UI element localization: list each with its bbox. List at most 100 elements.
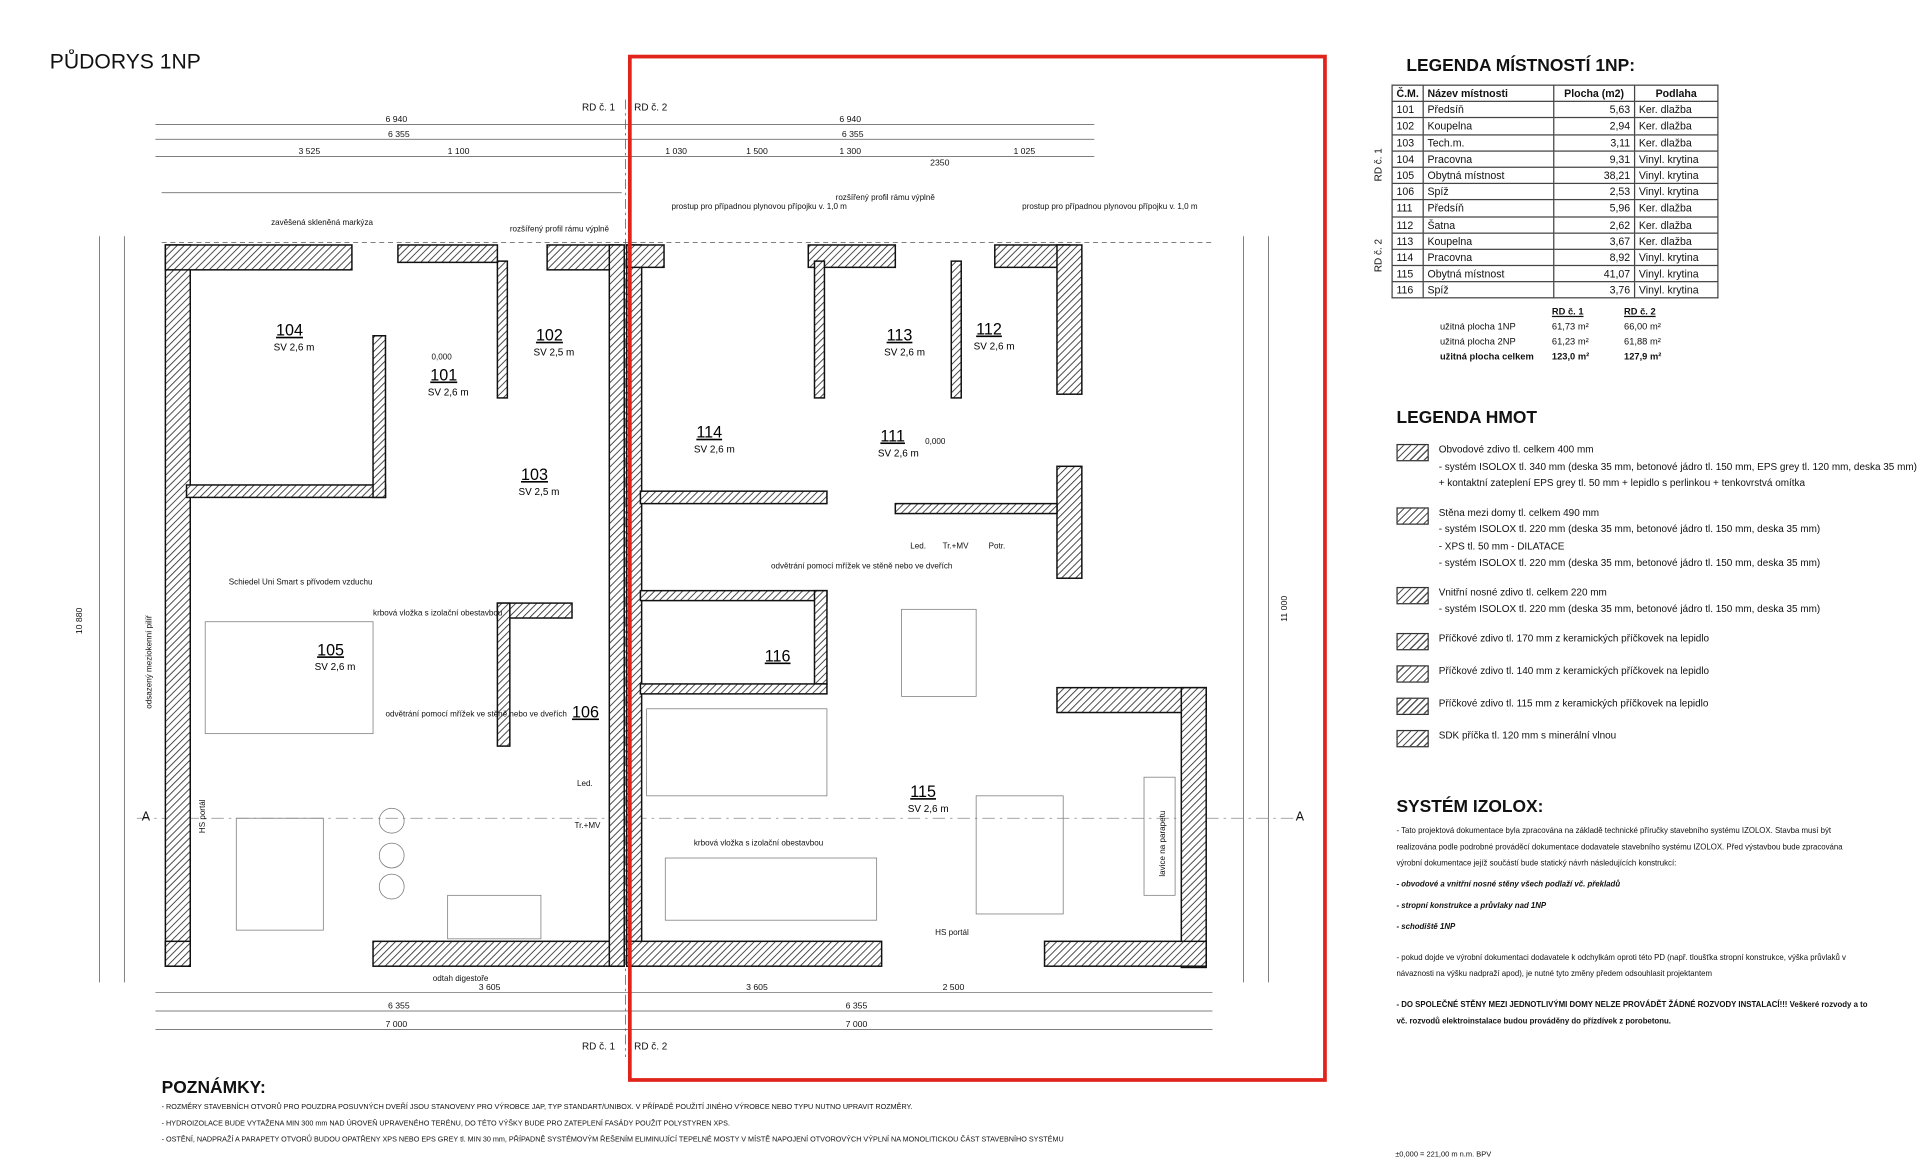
room-floor: Ker. dlažba bbox=[1633, 117, 1719, 136]
furniture bbox=[204, 608, 1176, 940]
annotation: prostup pro případnou plynovou přípojku … bbox=[1022, 202, 1198, 211]
room-number: 114 bbox=[1391, 248, 1424, 267]
izolox-list-item: - obvodové a vnitřní nosné stěny všech p… bbox=[1396, 880, 1621, 890]
material-text: - systém ISOLOX tl. 220 mm (deska 35 mm,… bbox=[1438, 603, 1821, 615]
col-header: Č.M. bbox=[1391, 84, 1424, 103]
summary-cell: 127,9 m² bbox=[1624, 350, 1662, 362]
room-number: 115 bbox=[1391, 264, 1424, 283]
room-floor: Vinyl. krytina bbox=[1633, 281, 1719, 299]
material-text: + kontaktní zateplení EPS grey tl. 50 mm… bbox=[1438, 477, 1806, 489]
room-name: Spíž bbox=[1422, 182, 1555, 201]
hatch-swatch-icon bbox=[1396, 664, 1429, 683]
annotation: odvětrání pomocí mřížek ve stěně nebo ve… bbox=[385, 709, 566, 718]
room-height: SV 2,6 m bbox=[974, 341, 1015, 352]
room-name: Šatna bbox=[1422, 215, 1555, 234]
dim-total-left: 6 940 bbox=[385, 114, 407, 124]
room-area: 3,67 bbox=[1553, 232, 1636, 250]
room-floor: Ker. dlažba bbox=[1633, 232, 1719, 250]
room-name: Předsíň bbox=[1422, 100, 1555, 119]
dim-side-right: 11 000 bbox=[1279, 596, 1289, 622]
room-number: 114 bbox=[696, 424, 722, 442]
dim-seg: 1 030 bbox=[665, 146, 687, 156]
annotation: krbová vložka s izolační obestavbou bbox=[694, 839, 823, 848]
annotation: zavěšená skleněná markýza bbox=[271, 218, 373, 227]
room-height: SV 2,6 m bbox=[274, 343, 315, 354]
annotation: Tr.+MV bbox=[943, 541, 970, 550]
izolox-title: SYSTÉM IZOLOX: bbox=[1396, 795, 1544, 816]
room-floor: Ker. dlažba bbox=[1633, 215, 1719, 234]
summary-cell: 123,0 m² bbox=[1551, 350, 1590, 362]
room-legend-title: LEGENDA MÍSTNOSTÍ 1NP: bbox=[1406, 54, 1635, 75]
material-text: Příčkové zdivo tl. 170 mm z keramických … bbox=[1438, 632, 1710, 644]
annotation: krbová vložka s izolační obestavbou bbox=[373, 609, 502, 618]
dim-seg: 1 300 bbox=[839, 146, 861, 156]
room-floor: Vinyl. krytina bbox=[1633, 150, 1719, 168]
house-label-rd1: RD č. 1 bbox=[582, 103, 616, 114]
room-area: 5,96 bbox=[1553, 199, 1636, 217]
room-area: 8,92 bbox=[1553, 248, 1636, 267]
dim-inner-right: 6 355 bbox=[842, 129, 864, 139]
room-number: 101 bbox=[1391, 100, 1424, 119]
room-height: SV 2,6 m bbox=[878, 448, 919, 459]
room-height: SV 2,6 m bbox=[884, 348, 925, 359]
room-name: Obytná místnost bbox=[1422, 166, 1555, 185]
material-item: SDK příčka tl. 120 mm s minerální vlnou bbox=[1396, 727, 1917, 747]
annotation: Led. bbox=[577, 779, 593, 788]
material-item: Stěna mezi domy tl. celkem 490 mm- systé… bbox=[1396, 504, 1917, 571]
room-number: 101 bbox=[430, 367, 457, 385]
annotation-pilir: odsazený meziokenní pilíř bbox=[145, 615, 154, 709]
material-item: Příčkové zdivo tl. 170 mm z keramických … bbox=[1396, 630, 1917, 650]
dim-seg: 1 100 bbox=[448, 146, 470, 156]
room-floor: Vinyl. krytina bbox=[1633, 182, 1719, 201]
material-text: Stěna mezi domy tl. celkem 490 mm bbox=[1438, 506, 1600, 518]
room-number: 104 bbox=[1391, 150, 1424, 168]
room-number: 105 bbox=[317, 641, 344, 659]
room-name: Předsíň bbox=[1422, 199, 1555, 217]
room-floor: Ker. dlažba bbox=[1633, 133, 1719, 152]
room-floor: Ker. dlažba bbox=[1633, 199, 1719, 217]
material-text: Příčkové zdivo tl. 115 mm z keramických … bbox=[1438, 696, 1709, 709]
room-table: Č.M. Název místnosti Plocha (m2) Podlaha… bbox=[1391, 84, 1719, 299]
room-legend: LEGENDA MÍSTNOSTÍ 1NP: Č.M. Název místno… bbox=[1373, 54, 1719, 299]
annotation: odtah digestoře bbox=[433, 974, 489, 983]
col-header: Plocha (m2) bbox=[1553, 84, 1636, 103]
dim-bottom-inner-left: 6 355 bbox=[388, 1000, 410, 1010]
annotation: 0,000 bbox=[431, 352, 452, 361]
section-mark-left: A bbox=[142, 810, 151, 824]
summary-col-rd2: RD č. 2 bbox=[1624, 305, 1656, 318]
room-number: 104 bbox=[276, 322, 303, 340]
dim-bottom-left: 7 000 bbox=[385, 1019, 407, 1029]
izolox-list-item: - schodiště 1NP bbox=[1396, 922, 1456, 932]
materials-legend: LEGENDA HMOT Obvodové zdivo tl. celkem 4… bbox=[1396, 407, 1917, 760]
room-floor: Vinyl. krytina bbox=[1633, 264, 1719, 283]
hatch-swatch-icon bbox=[1396, 632, 1429, 650]
house-label-rd2-bottom: RD č. 2 bbox=[634, 1042, 668, 1053]
dim-bottom-inner-right: 6 355 bbox=[846, 1000, 868, 1010]
dim-side-left: 10 880 bbox=[74, 607, 84, 634]
material-item: Vnitřní nosné zdivo tl. celkem 220 mm- s… bbox=[1396, 584, 1917, 618]
room-name: Spíž bbox=[1422, 281, 1555, 299]
room-height: SV 2,6 m bbox=[908, 804, 949, 815]
dim-seg: 3 525 bbox=[298, 146, 320, 156]
room-area: 5,63 bbox=[1553, 100, 1636, 119]
annotation: lavice na parapetu bbox=[1158, 811, 1167, 877]
dim-inner-left: 6 355 bbox=[388, 129, 410, 139]
room-number: 113 bbox=[887, 327, 913, 345]
izolox-section: SYSTÉM IZOLOX: - Tato projektová dokumen… bbox=[1396, 796, 1869, 1035]
izolox-list-item: - stropní konstrukce a průvlaky nad 1NP bbox=[1396, 901, 1547, 911]
room-name: Pracovna bbox=[1422, 248, 1555, 267]
material-item: Příčkové zdivo tl. 140 mm z keramických … bbox=[1396, 662, 1917, 683]
summary-cell: 61,88 m² bbox=[1624, 335, 1661, 347]
summary-cell: 61,73 m² bbox=[1551, 320, 1589, 333]
note-item: - ROZMĚRY STAVEBNÍCH OTVORŮ PRO POUZDRA … bbox=[161, 1104, 913, 1112]
